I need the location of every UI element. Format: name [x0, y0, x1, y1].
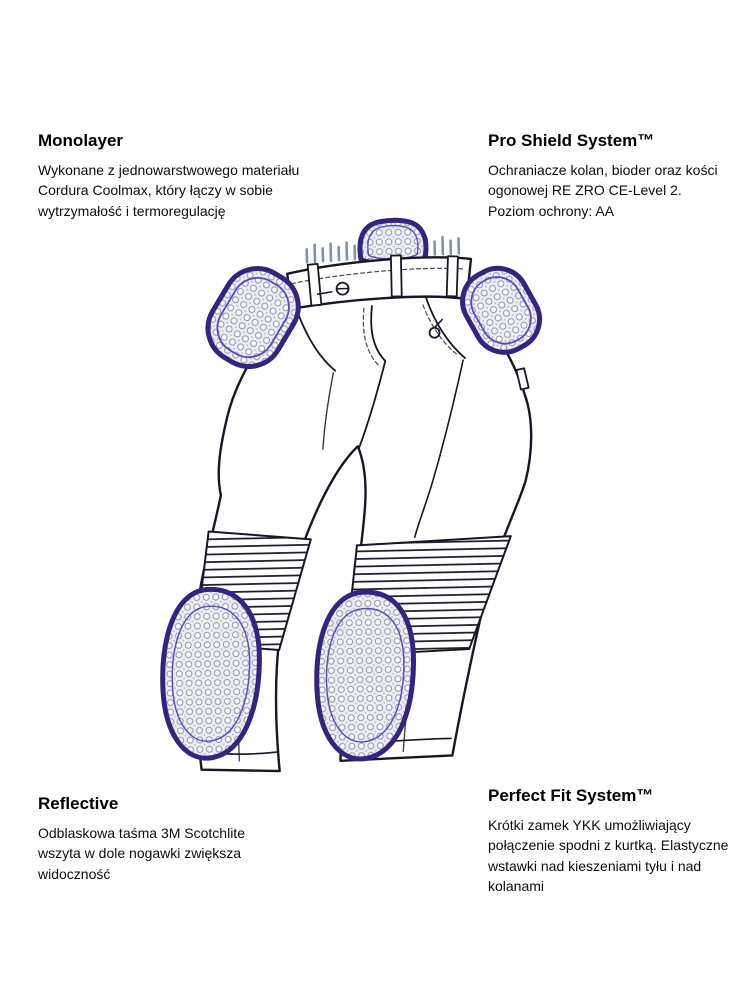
feature-reflective: Reflective Odblaskowa taśma 3M Scotchlit… [38, 794, 266, 884]
belt-loop [389, 254, 403, 298]
pocket-left [297, 312, 337, 372]
side-zipper-tab [515, 367, 530, 391]
knee-pad-left [160, 587, 262, 761]
feature-reflective-title: Reflective [38, 794, 119, 813]
fly-seam [358, 305, 387, 450]
feature-pro-shield: Pro Shield System™ Ochraniacze kolan, bi… [488, 131, 732, 221]
knee-pad-right [314, 589, 416, 762]
pocket-right [422, 295, 466, 359]
buttonhole [316, 291, 333, 295]
feature-perfect-fit-body: Krótki zamek YKK umożliwiający połączeni… [488, 817, 729, 894]
feature-perfect-fit-title: Perfect Fit System™ [488, 786, 654, 805]
hip-pad-right [460, 265, 543, 355]
feature-monolayer: Monolayer Wykonane z jednowarstwowego ma… [38, 131, 302, 221]
feature-reflective-body: Odblaskowa taśma 3M Scotchlite wszyta w … [38, 825, 245, 882]
feature-pro-shield-body: Ochraniacze kolan, bioder oraz kości ogo… [488, 162, 718, 219]
feature-monolayer-body: Wykonane z jednowarstwowego materiału Co… [38, 162, 300, 219]
belt-loop [306, 262, 323, 307]
feature-pro-shield-title: Pro Shield System™ [488, 131, 655, 150]
belt-loop [445, 255, 459, 298]
feature-monolayer-title: Monolayer [38, 131, 124, 150]
feature-perfect-fit: Perfect Fit System™ Krótki zamek YKK umo… [488, 786, 750, 896]
hip-pad-left [205, 266, 301, 369]
d-ring [428, 318, 444, 339]
